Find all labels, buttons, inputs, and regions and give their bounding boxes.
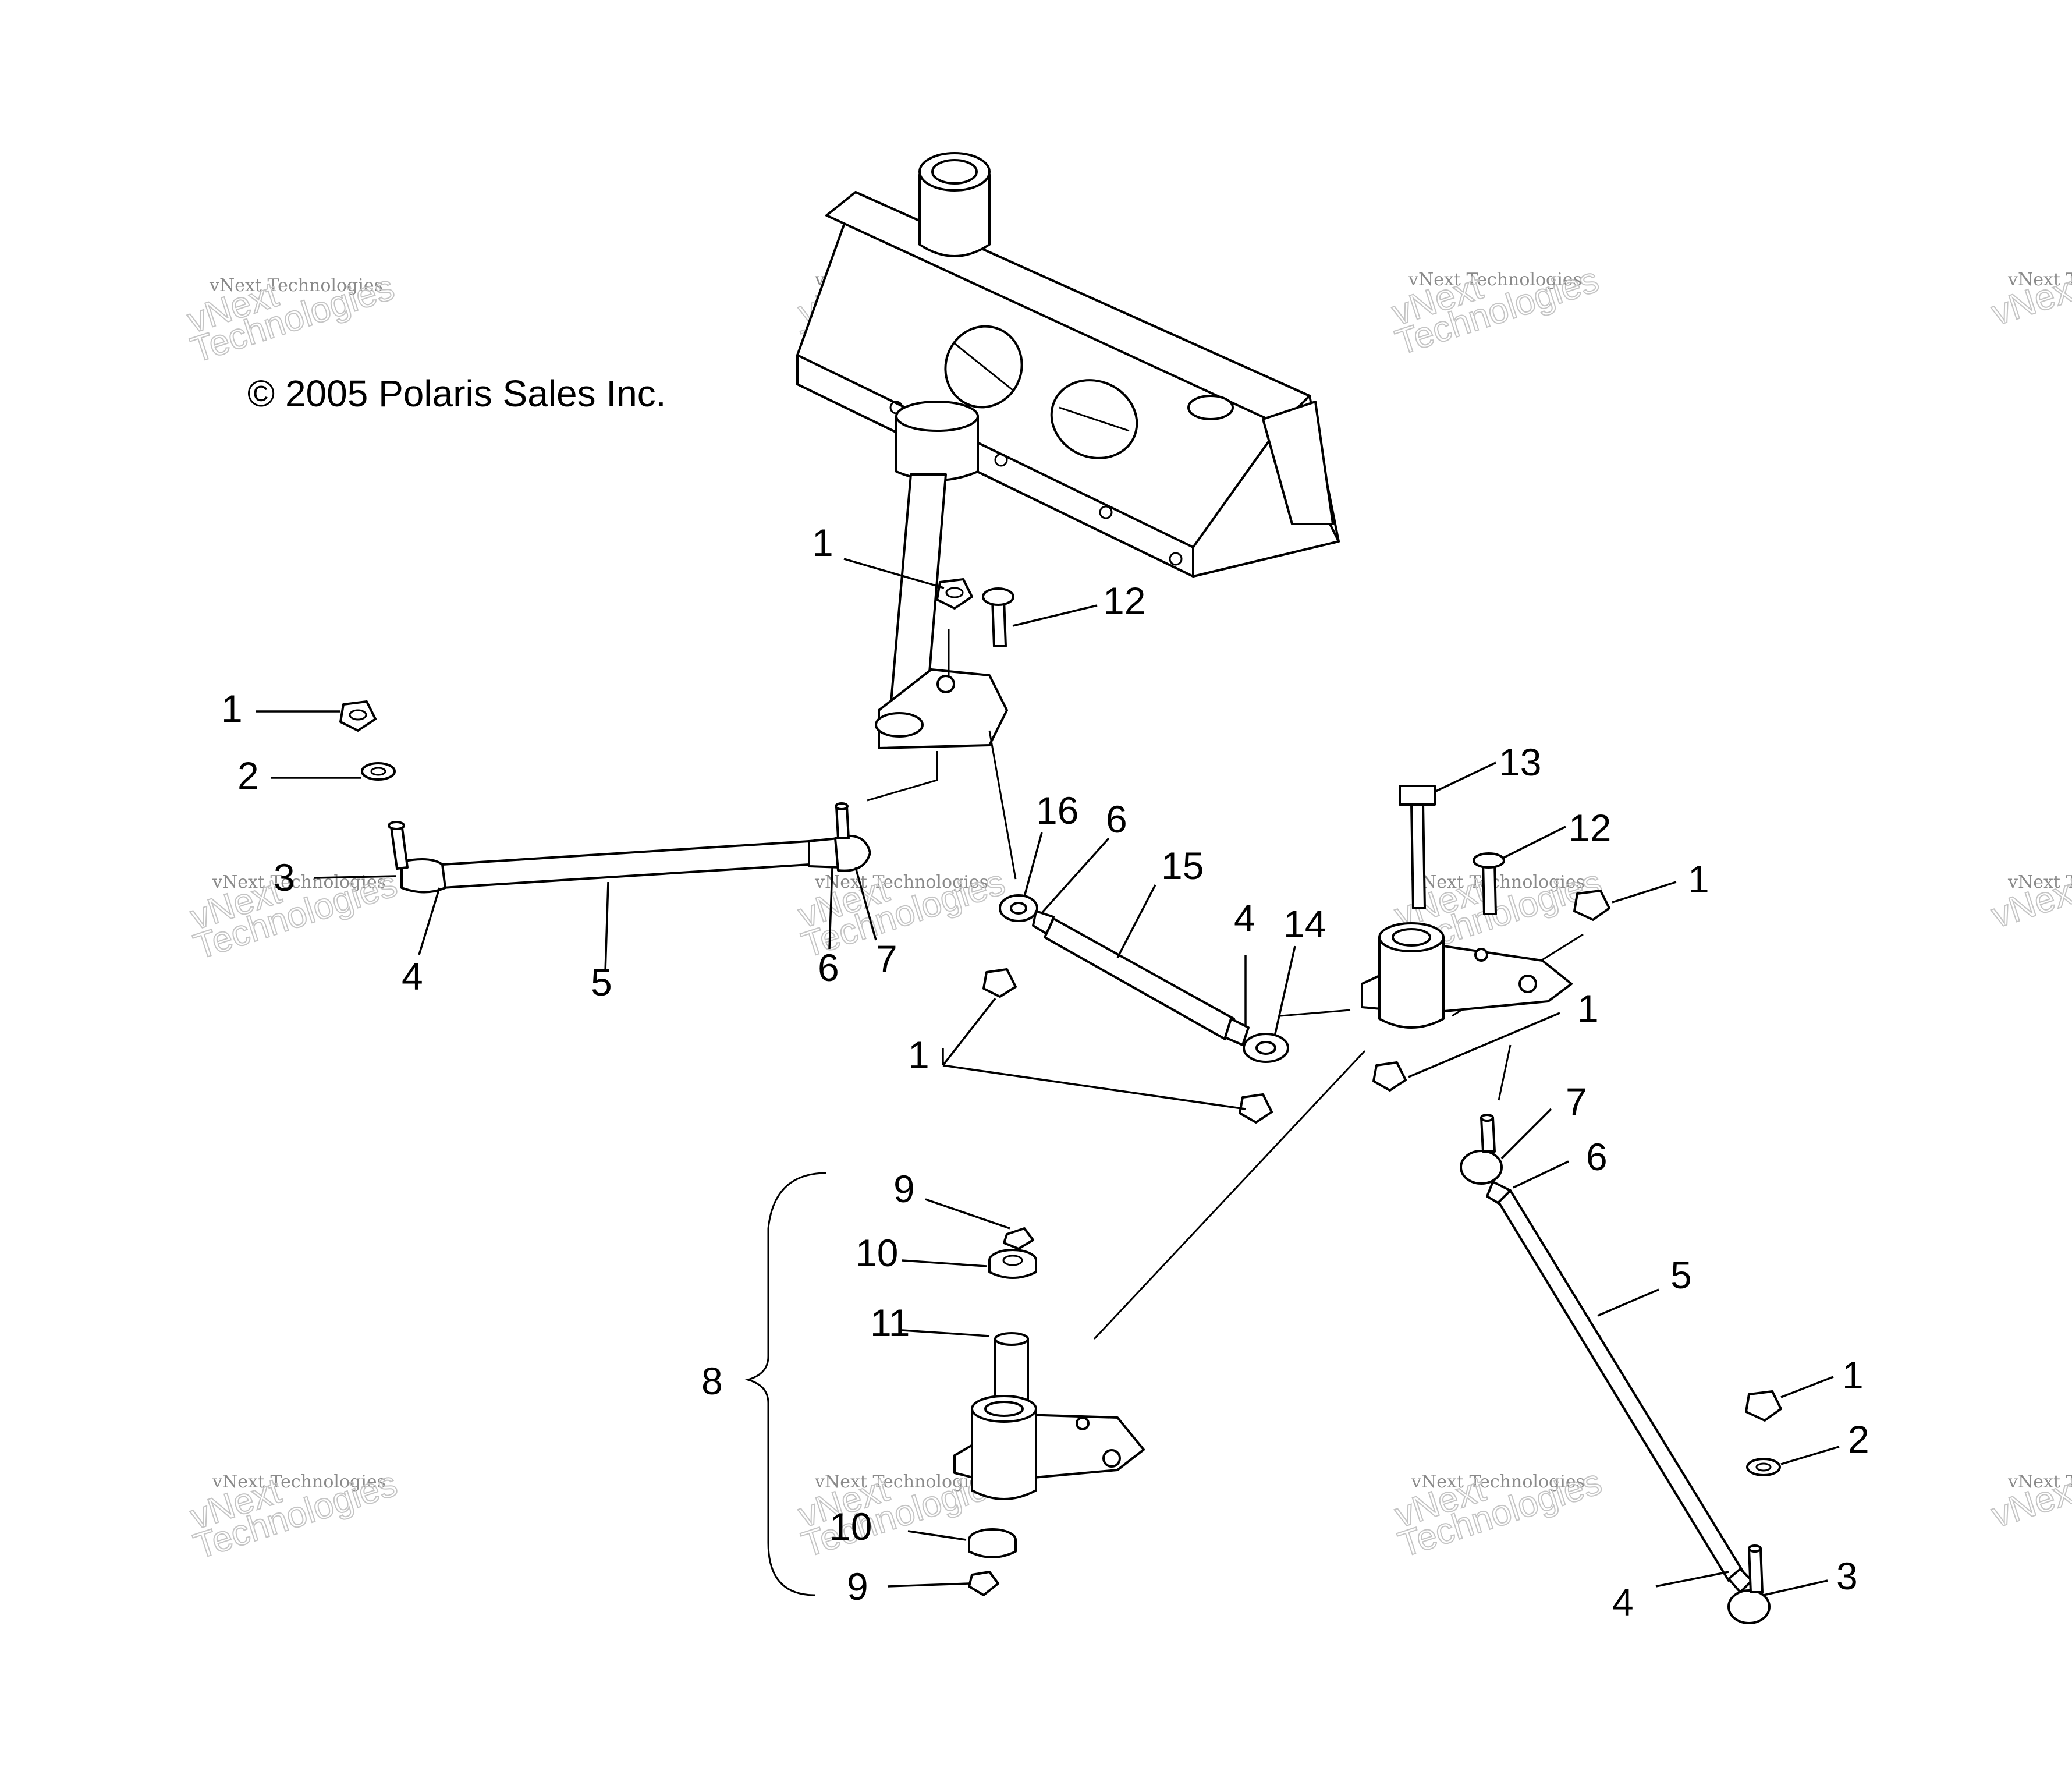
callout-label: 14 bbox=[1283, 902, 1326, 945]
callout-label: 1 bbox=[812, 521, 833, 564]
frame-crossmember bbox=[796, 152, 1340, 578]
callout-label: 1 bbox=[908, 1033, 929, 1076]
callout-label: 1 bbox=[1577, 987, 1599, 1030]
callout-label: 16 bbox=[1036, 789, 1078, 832]
callout-label: 1 bbox=[1842, 1354, 1864, 1397]
hardware bbox=[339, 578, 1782, 1476]
left-tie-rod bbox=[388, 802, 871, 894]
watermark-text: vNext Technologies bbox=[212, 1472, 386, 1492]
callout-label: 2 bbox=[237, 754, 259, 797]
watermark: vNext Technologies vNext Technologies bbox=[182, 267, 399, 371]
callout-label: 9 bbox=[893, 1167, 915, 1210]
callout-label: 4 bbox=[1234, 897, 1255, 940]
callout-label: 9 bbox=[847, 1565, 868, 1608]
callout-label: 7 bbox=[1566, 1080, 1587, 1123]
callout-label: 13 bbox=[1499, 741, 1541, 784]
callout-label: 11 bbox=[870, 1301, 910, 1344]
callout-label: 5 bbox=[1670, 1253, 1692, 1296]
watermark-text: vNext Technologies bbox=[2007, 270, 2072, 290]
callout-label: 6 bbox=[1586, 1135, 1608, 1178]
center-tie-rod bbox=[999, 894, 1289, 1063]
watermark: vNext Technologies vNext Technologies bbox=[185, 1463, 402, 1567]
callout-label: 12 bbox=[1569, 806, 1611, 849]
callout-label: 3 bbox=[1836, 1554, 1858, 1597]
callout-label: 1 bbox=[1688, 858, 1709, 901]
callout-label: 3 bbox=[274, 856, 295, 899]
callout-label: 1 bbox=[221, 687, 243, 730]
pitman-arm-kit bbox=[744, 1172, 1145, 1596]
watermark-text: vNext Technologies bbox=[209, 275, 383, 296]
watermark: vNext Technologies vNext bbox=[1986, 1468, 2072, 1536]
watermark-text: vNext Technologies bbox=[2007, 1472, 2072, 1492]
bolt-12-top bbox=[982, 587, 1014, 647]
watermark-text: vNext Technologies bbox=[1408, 270, 1582, 290]
callout-label: 8 bbox=[701, 1359, 723, 1402]
watermark-text: vNext Technologies bbox=[814, 872, 988, 892]
watermark: vNext Technologies vNext bbox=[1986, 266, 2072, 334]
callout-label: 12 bbox=[1103, 579, 1145, 622]
callout-label: 2 bbox=[1848, 1418, 1869, 1461]
callout-label: 5 bbox=[591, 961, 612, 1004]
callout-label: 10 bbox=[829, 1505, 872, 1548]
watermark: vNext Technologies vNext Technologies bbox=[1390, 1461, 1607, 1565]
watermark: vNext Technologies vNext Technologies bbox=[1387, 259, 1604, 363]
callout-label: 6 bbox=[818, 946, 839, 989]
watermark-text: vNext Technologies bbox=[2007, 872, 2072, 892]
callout-label: 4 bbox=[402, 955, 423, 998]
idler-arm bbox=[1361, 785, 1573, 1029]
leader-lines bbox=[256, 558, 1840, 1596]
steering-post bbox=[875, 401, 1008, 749]
callout-label: 15 bbox=[1161, 844, 1204, 887]
watermark-text: vNext Technologies bbox=[1411, 1472, 1585, 1492]
watermark-text: vNext Technologies bbox=[1411, 872, 1585, 892]
right-tie-rod bbox=[1460, 1114, 1771, 1624]
callout-label: 4 bbox=[1612, 1581, 1634, 1624]
watermark: vNext Technologies vNext bbox=[1986, 869, 2072, 937]
callout-label: 10 bbox=[856, 1231, 898, 1274]
callout-label: 6 bbox=[1106, 798, 1127, 841]
copyright-notice: © 2005 Polaris Sales Inc. bbox=[247, 373, 666, 415]
callout-labels: 1 12 1 2 3 4 5 6 7 16 6 15 4 14 13 12 1 … bbox=[221, 521, 1869, 1624]
watermark-text: vNext Technologies bbox=[212, 872, 386, 892]
callout-label: 7 bbox=[876, 937, 897, 980]
reference-lines bbox=[867, 629, 1584, 1340]
